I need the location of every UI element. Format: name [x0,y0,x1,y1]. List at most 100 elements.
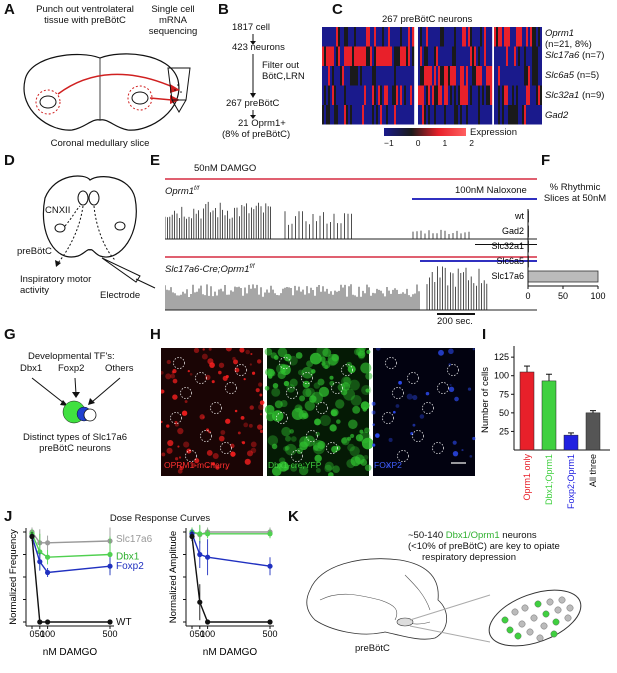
micro-cell [364,464,372,472]
heatmap-cell [444,66,447,86]
i-y-tick-label: 125 [494,352,509,362]
k-neuron-dot [550,630,558,638]
heatmap-cell [540,66,542,86]
panel-e-letter: E [150,152,161,169]
heatmap-cell [372,105,375,125]
micro-cell [291,408,304,420]
heatmap-cell [390,27,393,47]
panel-g-letter: G [4,326,16,343]
heatmap-cell [352,66,355,86]
micro-cell [375,348,381,351]
heatmap-cell [334,105,337,125]
heatmap-cell [390,85,393,105]
micro-cell [299,436,311,448]
heatmap-cell [402,105,405,125]
heatmap-cell [468,27,471,47]
micro-cell [272,382,279,389]
micro-cell [259,400,265,405]
heatmap-cell [472,85,475,105]
micro-cell [317,378,325,386]
heatmap-cell [496,27,499,47]
heatmap-cell [536,85,539,105]
heatmap-cell [494,66,497,86]
j-data-point [197,599,203,605]
heatmap-cell [462,66,465,86]
heatmap-cell [490,27,493,47]
heatmap-cell [344,27,347,47]
micro-roi-circle [382,412,394,424]
heatmap-cell [428,66,431,86]
heatmap-cell [410,105,413,125]
colorbar-tick: 1 [442,138,448,148]
colorbar-tick: −1 [384,138,394,148]
micro-cell [271,443,278,450]
micro-cell [309,352,322,365]
heatmap-cell [480,105,483,125]
inspiratory-label: Inspiratory motor activity [20,274,92,296]
heatmap-cell [464,66,467,86]
heatmap-cell [506,85,509,105]
heatmap-cell [356,46,359,66]
micro-cell [189,372,193,376]
heatmap-cell [324,66,327,86]
heatmap-cell [510,105,513,125]
heatmap-cell [520,66,523,86]
heatmap-cell [468,85,471,105]
heatmap-title: 267 preBötC neurons [382,14,473,25]
micro-cell [271,387,281,397]
micro-cell [225,466,229,470]
heatmap-cell [506,105,509,125]
heatmap-cell [350,27,353,47]
heatmap-cell [450,46,453,66]
j-x-tick-label: 50 [35,629,45,639]
micro-roi-circle [397,450,409,462]
heatmap-cell [452,27,455,47]
k-text-pre: ~50-140 [408,530,446,541]
heatmap-cell [518,27,521,47]
micro-cell [371,401,376,406]
f-category-label: Slc6a5 [496,256,524,266]
micro-cell [360,459,368,466]
micro-roi-circle [173,357,185,369]
heatmap-cell [370,46,373,66]
heatmap-cell [434,66,437,86]
heatmap-cell [520,105,523,125]
micro-cell [336,419,341,424]
micro-cell [324,461,334,471]
j-x-tick-label: 50 [195,629,205,639]
heatmap-cell [364,66,367,86]
heatmap-cell [332,46,335,66]
micro-roi-circle [447,364,459,376]
heatmap-cell [412,46,415,66]
heatmap-cell [346,105,349,125]
micro-cell [285,443,297,456]
gene-label-slc6a5: Slc6a5 [545,70,575,81]
j-series-line [191,533,271,567]
heatmap-cell [510,85,513,105]
micro-cell [318,386,330,397]
heatmap-cell [358,85,361,105]
k-neuron-dot [530,614,538,622]
gene-note-slc6a5: (n=5) [576,70,600,81]
heatmap-cell [410,85,413,105]
f-x-tick-label: 50 [558,291,568,301]
micro-roi-circle [210,402,222,414]
micro-cell [225,375,229,379]
heatmap-cell [518,66,521,86]
k-text-highlight: Dbx1/Oprm1 [445,530,500,541]
heatmap-cell [426,46,429,66]
micro-cell [301,366,314,379]
oprm1-count: 21 Oprm1+ [238,118,286,129]
j-data-point [37,619,43,625]
heatmap-cell [500,27,503,47]
heatmap-cell [532,46,535,66]
j-data-point [107,551,113,558]
heatmap-cell [376,105,379,125]
micro-cell [361,384,372,396]
heatmap-cell [486,46,489,66]
micro-cell [274,400,283,409]
heatmap-cell [360,105,363,125]
heatmap-cell [510,66,513,86]
k-neuron-dot [514,632,522,640]
heatmap-cell [368,46,371,66]
